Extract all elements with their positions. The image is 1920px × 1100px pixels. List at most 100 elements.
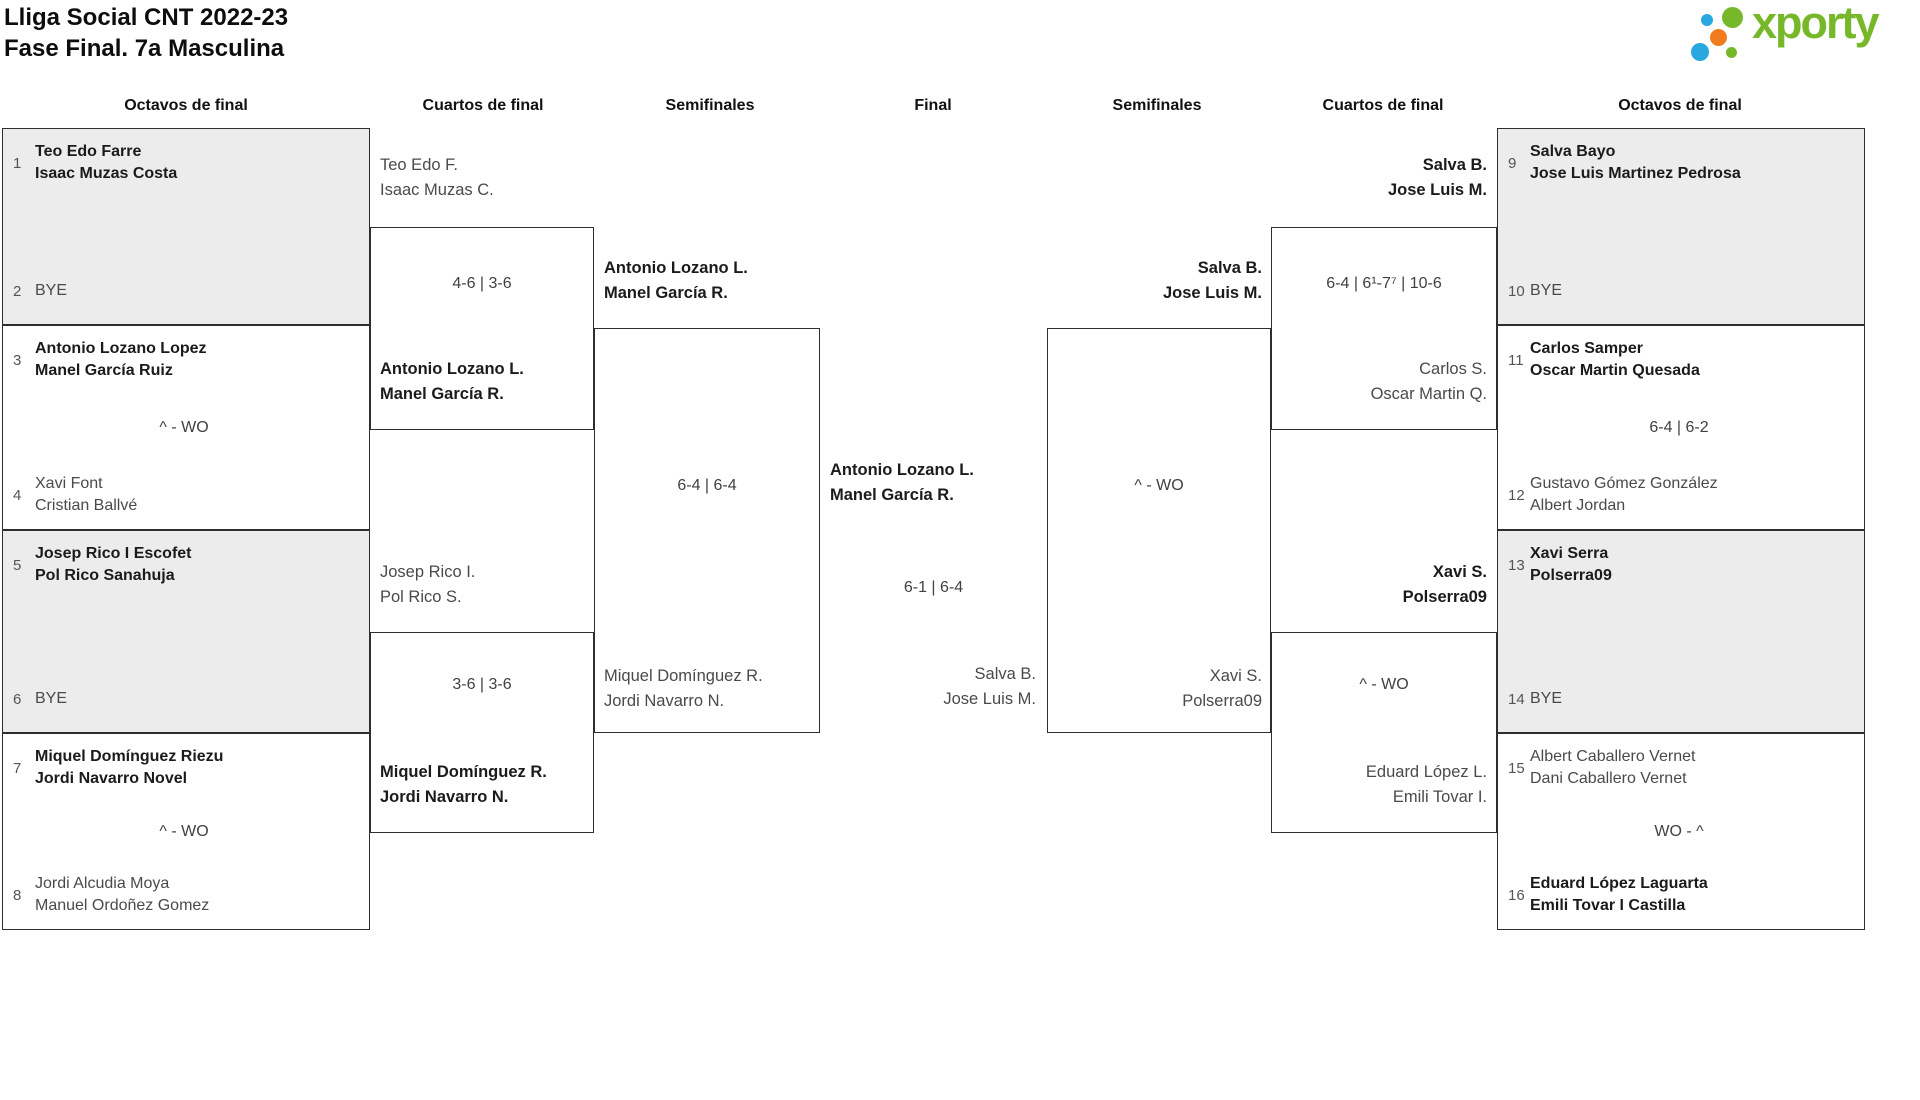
bracket-entry-seed9: 9 Salva Bayo Jose Luis Martinez Pedrosa bbox=[1504, 141, 1854, 185]
xporty-logo[interactable]: xporty bbox=[1688, 0, 1916, 70]
bracket-entry-seed8: 8 Jordi Alcudia Moya Manuel Ordoñez Gome… bbox=[9, 873, 359, 917]
team-name: Josep Rico I Escofet Pol Rico Sanahuja bbox=[35, 545, 192, 584]
sfR-score: ^ - WO bbox=[1134, 477, 1184, 494]
logo-dot-green-large-icon bbox=[1722, 7, 1743, 28]
seed-number: 3 bbox=[13, 351, 22, 369]
seed-number: 5 bbox=[13, 556, 22, 574]
team-name: BYE bbox=[35, 282, 68, 299]
qfL1-score: 4-6 | 3-6 bbox=[452, 275, 512, 292]
octavos-box-3-4: 3 Antonio Lozano Lopez Manel García Ruiz… bbox=[2, 325, 370, 530]
seed-number: 1 bbox=[13, 154, 22, 172]
bracket-entry-seed3: 3 Antonio Lozano Lopez Manel García Ruiz bbox=[9, 338, 359, 382]
logo-dot-blue-small-icon bbox=[1701, 14, 1713, 26]
qfL2-team-top: Josep Rico I. Pol Rico S. bbox=[380, 563, 476, 606]
cuartos-right-bottom-box bbox=[1271, 632, 1497, 833]
bracket-entry-seed14: 14 BYE bbox=[1504, 688, 1854, 710]
bracket-entry-seed16: 16 Eduard López Laguarta Emili Tovar I C… bbox=[1504, 873, 1854, 917]
qfR1-team-top: Salva B. Jose Luis M. bbox=[1387, 156, 1487, 199]
sfL-score: 6-4 | 6-4 bbox=[677, 477, 737, 494]
cuartos-left-bottom-box bbox=[370, 632, 594, 833]
logo-wordmark: xporty bbox=[1752, 0, 1880, 48]
sfL-team-top: Antonio Lozano L. Manel García R. bbox=[604, 259, 748, 302]
cuartos-right-top-box bbox=[1271, 227, 1497, 430]
match-score: 6-4 | 6-2 bbox=[1649, 418, 1709, 436]
team-name: Jordi Alcudia Moya Manuel Ordoñez Gomez bbox=[35, 875, 210, 914]
match-score: ^ - WO bbox=[159, 822, 209, 840]
team-name: Xavi Serra Polserra09 bbox=[1530, 545, 1612, 584]
semifinal-left-box bbox=[594, 328, 820, 733]
qfR2-team-top: Xavi S. Polserra09 bbox=[1402, 563, 1487, 606]
seed-number: 11 bbox=[1508, 351, 1524, 369]
seed-number: 14 bbox=[1508, 690, 1525, 708]
team-name: BYE bbox=[1530, 690, 1563, 707]
seed-number: 2 bbox=[13, 282, 22, 300]
logo-dot-orange-icon bbox=[1710, 29, 1727, 46]
qfL1-team-bottom: Antonio Lozano L. Manel García R. bbox=[380, 360, 524, 403]
qfL2-team-bottom: Miquel Domínguez R. Jordi Navarro N. bbox=[380, 763, 547, 806]
round-header-octavos-right: Octavos de final bbox=[1618, 97, 1742, 114]
qfR2-team-bottom: Eduard López L. Emili Tovar I. bbox=[1365, 763, 1487, 806]
octavos-box-5-6: 5 Josep Rico I Escofet Pol Rico Sanahuja… bbox=[2, 530, 370, 733]
bracket-entry-seed12: 12 Gustavo Gómez González Albert Jordan bbox=[1504, 473, 1854, 517]
bracket-entry-seed7: 7 Miquel Domínguez Riezu Jordi Navarro N… bbox=[9, 746, 359, 790]
title-line1: Lliga Social CNT 2022-23 bbox=[4, 4, 289, 31]
seed-number: 8 bbox=[13, 886, 22, 904]
team-name: Salva Bayo Jose Luis Martinez Pedrosa bbox=[1530, 143, 1741, 182]
bracket-entry-seed2: 2 BYE bbox=[9, 280, 359, 302]
final-winner: Antonio Lozano L. Manel García R. bbox=[830, 461, 974, 504]
seed-number: 4 bbox=[13, 486, 22, 504]
match-score: WO - ^ bbox=[1654, 822, 1704, 840]
team-name: Antonio Lozano Lopez Manel García Ruiz bbox=[35, 340, 207, 379]
team-name: Xavi Font Cristian Ballvé bbox=[35, 475, 138, 514]
round-header-cuartos-right: Cuartos de final bbox=[1322, 97, 1444, 114]
team-name: Teo Edo Farre Isaac Muzas Costa bbox=[35, 143, 178, 182]
seed-number: 13 bbox=[1508, 556, 1525, 574]
qfL1-team-top: Teo Edo F. Isaac Muzas C. bbox=[380, 156, 494, 199]
octavos-box-1-2: 1 Teo Edo Farre Isaac Muzas Costa 2 BYE bbox=[2, 128, 370, 325]
qfR1-team-bottom: Carlos S. Oscar Martin Q. bbox=[1370, 360, 1487, 403]
round-header-semis-right: Semifinales bbox=[1112, 97, 1202, 114]
seed-number: 16 bbox=[1508, 886, 1525, 904]
sfL-team-bottom: Miquel Domínguez R. Jordi Navarro N. bbox=[604, 667, 763, 710]
logo-dot-blue-large-icon bbox=[1691, 43, 1709, 61]
team-name: Miquel Domínguez Riezu Jordi Navarro Nov… bbox=[35, 748, 224, 787]
seed-number: 12 bbox=[1508, 486, 1525, 504]
semifinal-right-box bbox=[1047, 328, 1271, 733]
team-name: Eduard López Laguarta Emili Tovar I Cast… bbox=[1530, 875, 1708, 914]
team-name: Carlos Samper Oscar Martin Quesada bbox=[1530, 340, 1700, 379]
bracket-entry-seed15: 15 Albert Caballero Vernet Dani Caballer… bbox=[1504, 746, 1854, 790]
qfR2-score: ^ - WO bbox=[1359, 676, 1409, 693]
octavos-box-7-8: 7 Miquel Domínguez Riezu Jordi Navarro N… bbox=[2, 733, 370, 930]
round-header-final: Final bbox=[914, 97, 952, 114]
title-line2: Fase Final. 7a Masculina bbox=[4, 35, 285, 62]
team-name: BYE bbox=[1530, 282, 1563, 299]
cuartos-left-top-box bbox=[370, 227, 594, 430]
bracket-entry-seed10: 10 BYE bbox=[1504, 280, 1854, 302]
seed-number: 7 bbox=[13, 759, 22, 777]
team-name: Gustavo Gómez González Albert Jordan bbox=[1530, 475, 1718, 514]
round-header-semis-left: Semifinales bbox=[665, 97, 755, 114]
seed-number: 10 bbox=[1508, 282, 1525, 300]
final-loser: Salva B. Jose Luis M. bbox=[943, 665, 1036, 708]
octavos-box-15-16: 15 Albert Caballero Vernet Dani Caballer… bbox=[1497, 733, 1865, 930]
bracket-entry-seed6: 6 BYE bbox=[9, 688, 359, 710]
logo-dot-green-small-icon bbox=[1726, 47, 1737, 58]
seed-number: 15 bbox=[1508, 759, 1525, 777]
octavos-box-11-12: 11 Carlos Samper Oscar Martin Quesada 6-… bbox=[1497, 325, 1865, 530]
page-title: Lliga Social CNT 2022-23 Fase Final. 7a … bbox=[4, 2, 288, 64]
round-header-cuartos-left: Cuartos de final bbox=[422, 97, 544, 114]
octavos-box-13-14: 13 Xavi Serra Polserra09 14 BYE bbox=[1497, 530, 1865, 733]
qfR1-score: 6-4 | 6¹-7⁷ | 10-6 bbox=[1326, 275, 1442, 292]
team-name: Albert Caballero Vernet Dani Caballero V… bbox=[1530, 748, 1696, 787]
qfL2-score: 3-6 | 3-6 bbox=[452, 676, 512, 693]
bracket-entry-seed1: 1 Teo Edo Farre Isaac Muzas Costa bbox=[9, 141, 359, 185]
sfR-team-top: Salva B. Jose Luis M. bbox=[1162, 259, 1262, 302]
round-header-octavos-left: Octavos de final bbox=[124, 97, 248, 114]
match-score: ^ - WO bbox=[159, 418, 209, 436]
team-name: BYE bbox=[35, 690, 68, 707]
bracket-entry-seed13: 13 Xavi Serra Polserra09 bbox=[1504, 543, 1854, 587]
seed-number: 6 bbox=[13, 690, 22, 708]
sfR-team-bottom: Xavi S. Polserra09 bbox=[1182, 667, 1262, 710]
octavos-box-9-10: 9 Salva Bayo Jose Luis Martinez Pedrosa … bbox=[1497, 128, 1865, 325]
